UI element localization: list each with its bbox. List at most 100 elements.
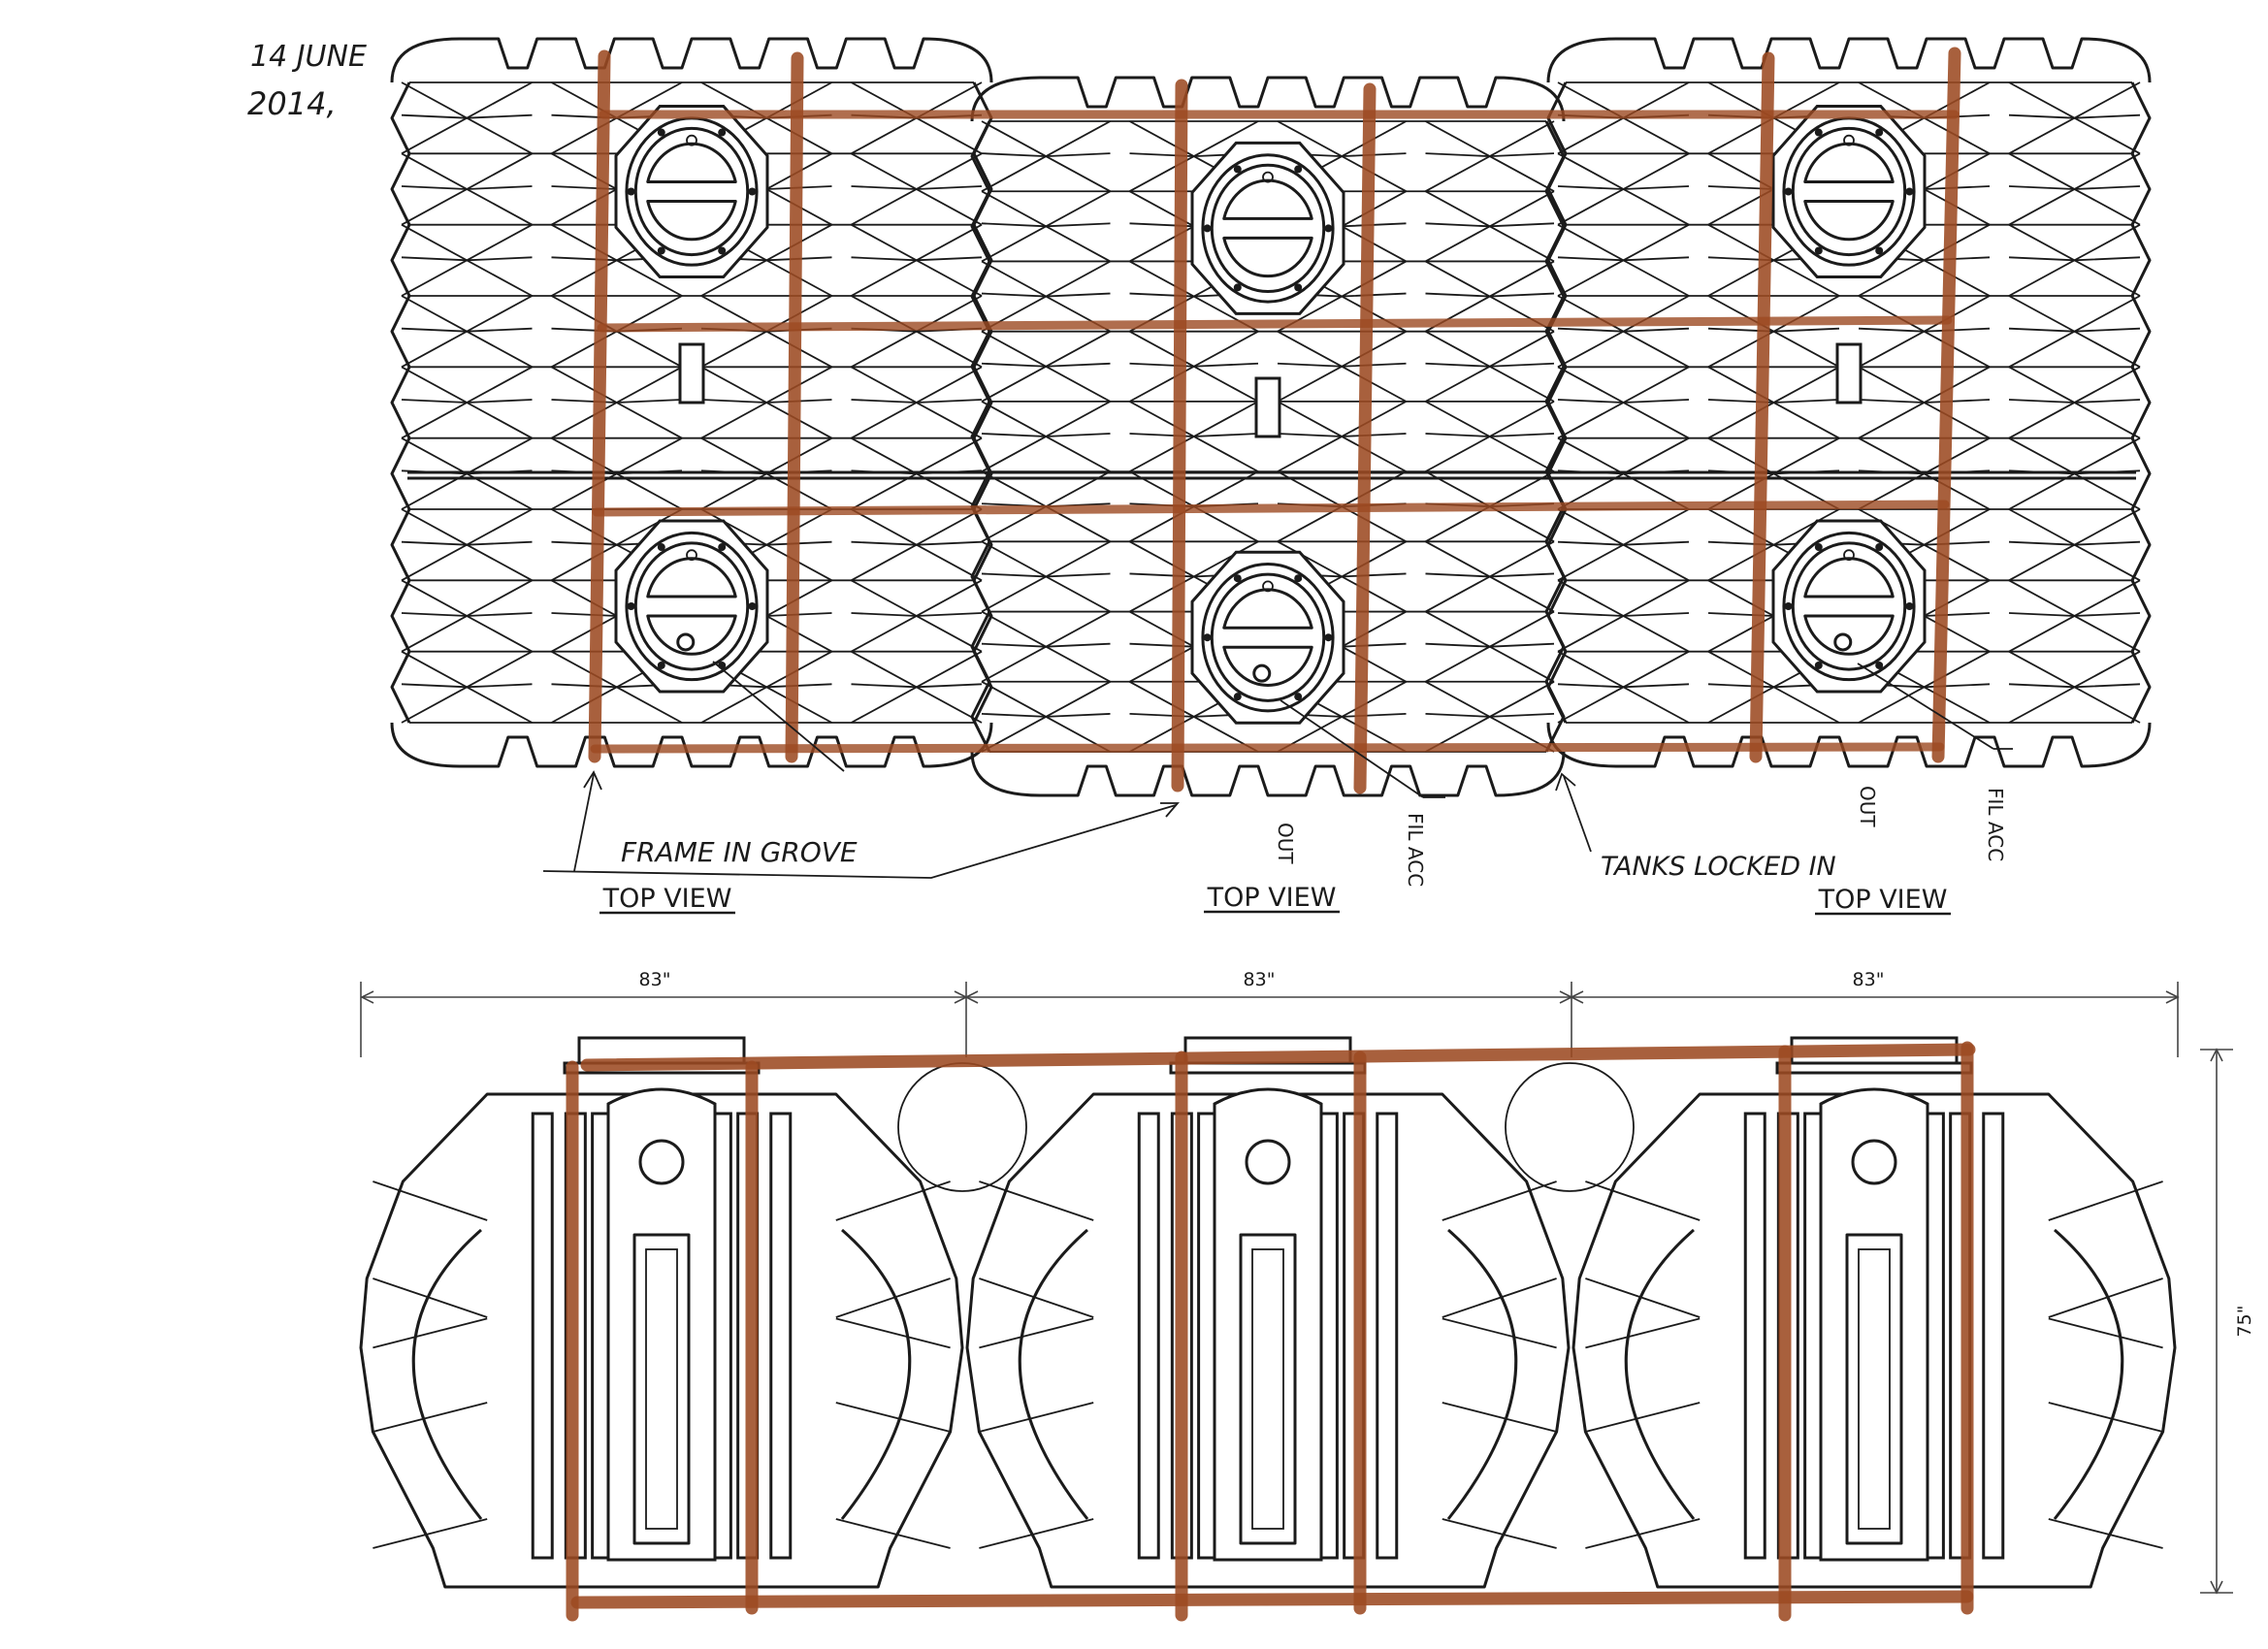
shell-facet [1585, 1317, 1701, 1349]
side-rib [531, 1112, 554, 1560]
center-column [606, 1087, 717, 1562]
shell-facet [373, 1402, 488, 1433]
lid-bolt [1814, 246, 1823, 255]
rib-edge [970, 330, 991, 403]
center-vent [678, 342, 705, 404]
top-view-label-group: TOP VIEW TOP VIEW TOP VIEW [599, 883, 1951, 916]
lid-bolt [1784, 187, 1793, 196]
rib-chevron [1129, 433, 1259, 437]
shell-facet [835, 1402, 951, 1433]
lid-bolt [657, 246, 665, 255]
rib-edge [390, 508, 411, 581]
rib-edge [1544, 330, 1566, 403]
manway-rim [1201, 153, 1335, 304]
center-column [1213, 1087, 1323, 1562]
lid-bolt [1294, 165, 1303, 174]
shell-facet [1585, 1518, 1701, 1549]
inlet-port [1851, 1139, 1897, 1185]
rib-chevron [1425, 433, 1555, 437]
rib-chevron [2008, 399, 2141, 404]
lid-vent [686, 134, 697, 146]
lid-bolt [1905, 187, 1914, 196]
rib-chevron [1858, 327, 1991, 333]
rib-chevron [700, 399, 832, 404]
top-view-label-1: TOP VIEW [602, 884, 732, 914]
rib-edge [1546, 152, 1568, 226]
center-column [1819, 1087, 1929, 1562]
rib-edge [970, 120, 991, 192]
tank-bulge-left [1018, 1228, 1089, 1520]
shell-facet [979, 1402, 1094, 1433]
manway-lid [1791, 126, 1907, 257]
lid-vent [1843, 549, 1855, 562]
shell-facet [2048, 1277, 2163, 1318]
lid-bolt [1203, 224, 1212, 233]
lid-vent [1262, 580, 1274, 593]
lid-bolt [1814, 128, 1823, 137]
tank-bulge-left [1624, 1228, 1696, 1520]
lid-bolt [657, 543, 665, 552]
manway-octagon [1190, 141, 1345, 315]
rib-chevron [1277, 433, 1407, 437]
rib-chevron [1557, 256, 1690, 262]
tank-bulge-left [411, 1228, 483, 1520]
rib-edge [2130, 152, 2152, 226]
lid-vent [686, 549, 697, 562]
connector-circle-2 [1505, 1062, 1635, 1192]
column-slot [632, 1233, 691, 1545]
rib-edge [1546, 651, 1568, 724]
shell-facet [1442, 1402, 1557, 1433]
lid-bolt [1233, 165, 1242, 174]
rib-edge [970, 401, 991, 472]
side-view-tank-1 [359, 1036, 964, 1589]
manway-octagon [1190, 550, 1345, 725]
rib-chevron [1425, 712, 1555, 718]
rib-edge [390, 366, 411, 439]
rib-chevron [1277, 362, 1407, 368]
rib-chevron [401, 399, 533, 404]
column-slot [1239, 1233, 1297, 1545]
rib-edge [2130, 579, 2152, 653]
lid-bolt [627, 187, 635, 196]
lid-bolt [1203, 633, 1212, 642]
rib-chevron [851, 612, 983, 617]
rib-chevron [551, 399, 683, 404]
side-rib [1376, 1112, 1399, 1560]
lid-bolt [718, 543, 727, 552]
lid-bolt [1814, 543, 1823, 552]
top-rim [1546, 37, 2152, 83]
rib-edge [390, 579, 411, 653]
shell-facet [373, 1317, 488, 1349]
rib-chevron [981, 712, 1111, 718]
manway-octagon [614, 519, 769, 694]
rib-chevron [2008, 256, 2141, 262]
top-view-tank-2 [970, 76, 1566, 797]
inlet-port [638, 1139, 685, 1185]
shell-facet [2048, 1180, 2163, 1221]
top-view-port-callouts: OUT FIL ACC OUT FIL ACC [712, 661, 2013, 887]
rib-chevron [1557, 399, 1690, 404]
rib-edge [970, 681, 991, 753]
rib-chevron [981, 222, 1111, 228]
rib-chevron [401, 612, 533, 617]
rib-chevron [1557, 540, 1690, 546]
shell-facet [373, 1277, 488, 1318]
shell-facet [1442, 1518, 1557, 1549]
top-rim [390, 37, 993, 83]
connector-circle-1 [897, 1062, 1027, 1192]
rib-chevron [981, 362, 1111, 368]
rib-chevron [851, 683, 983, 689]
rib-chevron [981, 433, 1111, 437]
rib-edge [390, 295, 411, 368]
rib-chevron [1557, 327, 1690, 333]
tank-bulge-right [1446, 1228, 1518, 1520]
lid-bolt [718, 128, 727, 137]
side-view-frame [566, 1041, 1976, 1622]
manway-rim [625, 531, 759, 682]
lid-bolt [1294, 283, 1303, 292]
lid-bolt [657, 128, 665, 137]
lid-handle-lower [1803, 200, 1895, 242]
shell-facet [373, 1518, 488, 1549]
lid-port [1252, 663, 1272, 683]
